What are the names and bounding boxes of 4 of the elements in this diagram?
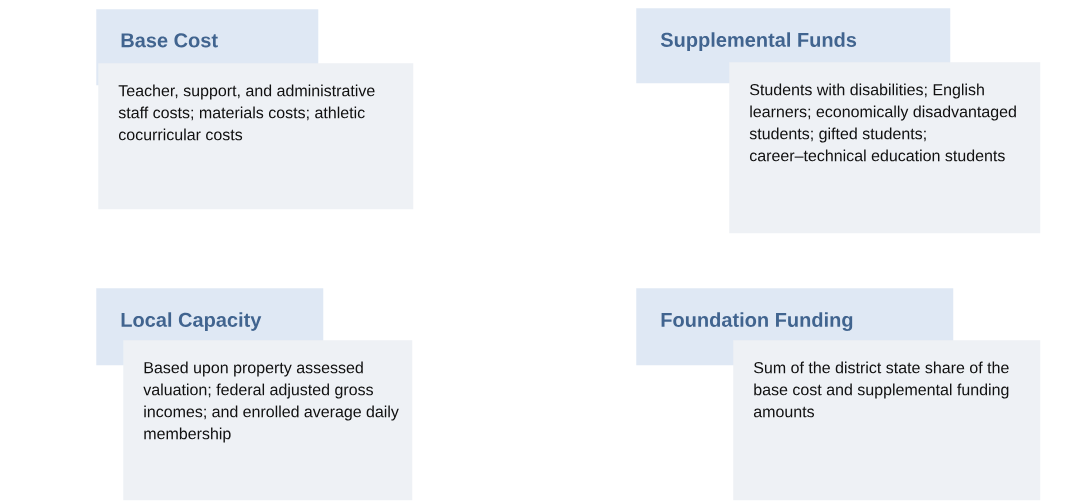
- description-box: Students with disabilities; English learners; economically disadvantaged students; gifted students; career–technical education students: [729, 62, 1041, 234]
- description-box: Based upon property assessed valuation; federal adjusted gross incomes; and enrolled average daily membership: [123, 340, 413, 501]
- description-box: Sum of the district state share of the base cost and supplemental funding amounts: [733, 340, 1041, 501]
- description-box: Teacher, support, and administrative staff costs; materials costs; athletic cocurricular costs: [98, 63, 414, 210]
